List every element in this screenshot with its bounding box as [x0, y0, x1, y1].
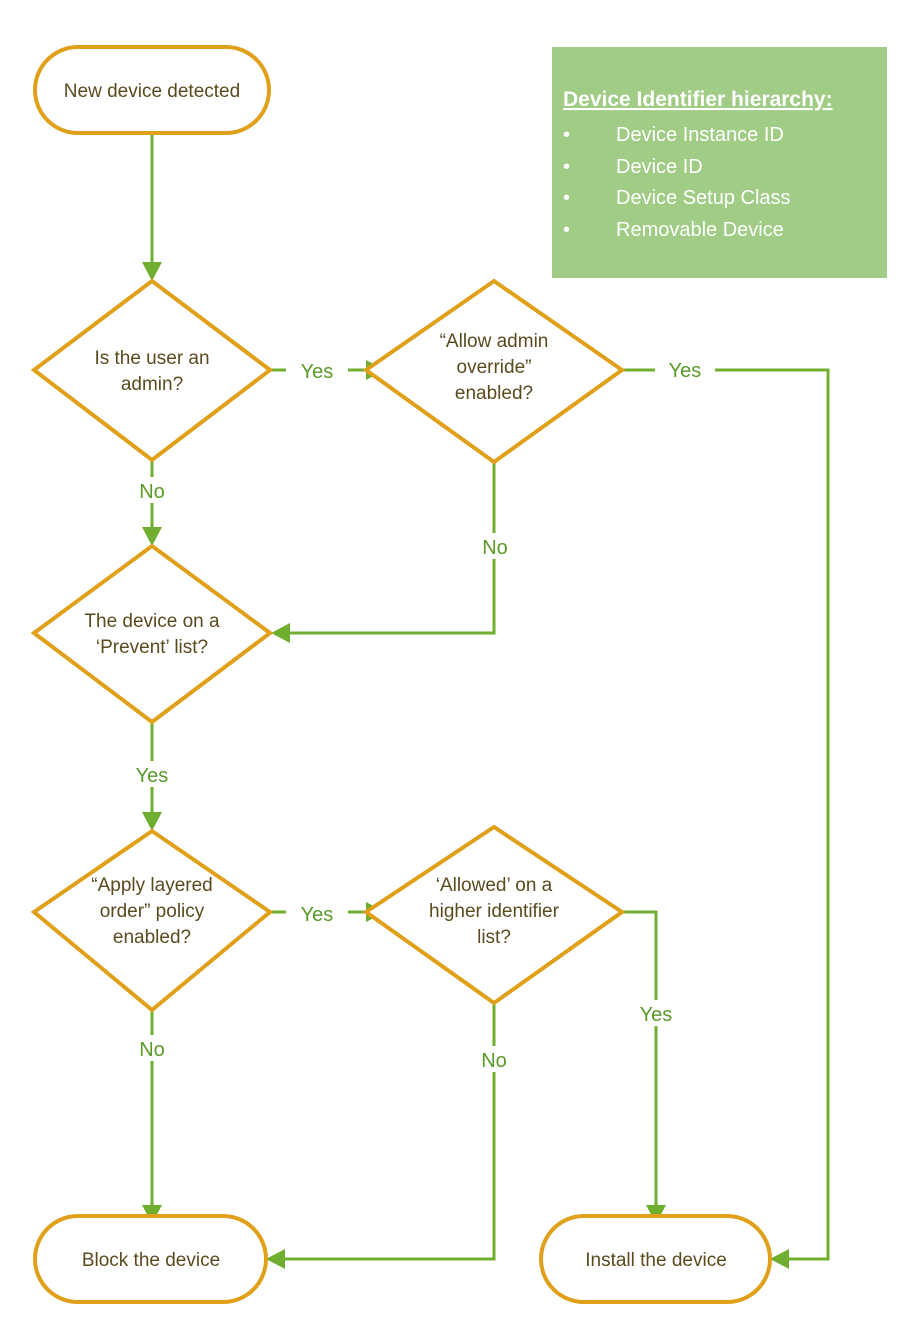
legend-item-0: Device Instance ID: [616, 124, 784, 146]
node-install-device[interactable]: Install the device: [539, 1214, 772, 1304]
arrowhead-into-is-admin: [142, 262, 162, 281]
edge-label-bg-admin-yes: [286, 357, 348, 383]
edge-label-bg-allowed-no: [470, 1046, 520, 1072]
node-allowed-higher-shape: [362, 824, 626, 1006]
legend-item-3: Removable Device: [616, 219, 784, 241]
node-layered-order-label-line-3: enabled?: [113, 927, 191, 948]
node-admin-override-label-line-3: enabled?: [455, 383, 533, 404]
edge-allowed-yes-to-install: [622, 910, 658, 1205]
node-install-device-shape: [539, 1214, 772, 1304]
edge-label-allowed-no: No: [481, 1050, 507, 1072]
node-block-device[interactable]: Block the device: [33, 1214, 268, 1304]
node-start-shape: [33, 45, 271, 135]
edge-label-layered-yes: Yes: [301, 904, 334, 926]
node-prevent-list-label-line-1: The device on a: [84, 611, 220, 632]
legend-bullet-icon-1: •: [563, 156, 570, 178]
edge-label-is-admin-yes: Yes: [301, 361, 334, 383]
node-admin-override-shape: [362, 278, 626, 465]
node-admin-override-label-line-2: override”: [457, 357, 532, 378]
node-allowed-higher[interactable]: ‘Allowed’ on a higher identifier list?: [362, 824, 626, 1006]
legend-box-background: [552, 47, 887, 278]
node-prevent-list-shape: [30, 543, 274, 725]
edge-label-bg-layered-no: [128, 1035, 178, 1061]
edge-label-allowed-yes: Yes: [640, 1004, 673, 1026]
arrowhead-into-block-right: [266, 1249, 285, 1269]
node-block-device-label-line-1: Block the device: [82, 1250, 220, 1271]
edge-labels-layer: Yes No Yes No Yes Yes No Yes No: [124, 356, 715, 1072]
edge-override-yes-to-install: [622, 368, 830, 1261]
arrowhead-into-prevent-right: [271, 623, 290, 643]
edge-label-override-no: No: [482, 537, 508, 559]
node-layered-order-label-line-1: “Apply layered: [91, 875, 212, 896]
node-start[interactable]: New device detected: [33, 45, 271, 135]
node-allowed-higher-label-line-1: ‘Allowed’ on a: [436, 875, 553, 896]
node-layered-order-shape: [30, 828, 274, 1013]
legend-bullet-icon-2: •: [563, 187, 570, 209]
node-is-admin-label-line-2: admin?: [121, 374, 183, 395]
node-admin-override[interactable]: “Allow admin override” enabled?: [362, 278, 626, 465]
edge-override-no-to-prevent: [290, 462, 496, 635]
node-layered-order-label-line-2: order” policy: [100, 901, 205, 922]
node-is-admin-shape: [30, 278, 274, 463]
node-layered-order[interactable]: “Apply layered order” policy enabled?: [30, 828, 274, 1013]
node-prevent-list[interactable]: The device on a ‘Prevent’ list?: [30, 543, 274, 725]
node-prevent-list-label-line-2: ‘Prevent’ list?: [96, 637, 208, 658]
legend-title: Device Identifier hierarchy:: [563, 88, 833, 111]
node-is-admin[interactable]: Is the user an admin?: [30, 278, 274, 463]
arrowhead-into-layered: [142, 812, 162, 831]
edge-label-bg-override-no: [471, 533, 521, 559]
edge-label-layered-no: No: [139, 1039, 165, 1061]
edge-label-is-admin-no: No: [139, 481, 165, 503]
edge-label-bg-layered-yes: [286, 900, 348, 926]
edge-label-bg-prevent-yes: [124, 761, 182, 787]
legend-bullet-icon-3: •: [563, 219, 570, 241]
edge-label-bg-admin-no: [128, 477, 178, 503]
edge-label-override-yes: Yes: [669, 360, 702, 382]
edge-label-bg-allowed-yes: [627, 1000, 685, 1026]
legend-item-2: Device Setup Class: [616, 187, 791, 209]
edge-label-bg-override-yes: [655, 356, 715, 382]
node-start-label-line-1: New device detected: [64, 81, 240, 102]
node-allowed-higher-label-line-3: list?: [477, 927, 511, 948]
legend-box: Device Identifier hierarchy: • Device In…: [552, 47, 887, 278]
node-admin-override-label-line-1: “Allow admin: [440, 331, 549, 352]
edge-label-prevent-yes: Yes: [136, 765, 169, 787]
legend-item-1: Device ID: [616, 156, 703, 178]
node-install-device-label-line-1: Install the device: [585, 1250, 727, 1271]
arrowhead-into-install-right: [770, 1249, 789, 1269]
node-is-admin-label-line-1: Is the user an: [94, 348, 209, 369]
legend-bullet-icon-0: •: [563, 124, 570, 146]
edge-allowed-no-to-block: [285, 1003, 496, 1261]
node-block-device-shape: [33, 1214, 268, 1304]
node-allowed-higher-label-line-2: higher identifier: [429, 901, 560, 922]
arrowhead-into-prevent-top: [142, 527, 162, 546]
